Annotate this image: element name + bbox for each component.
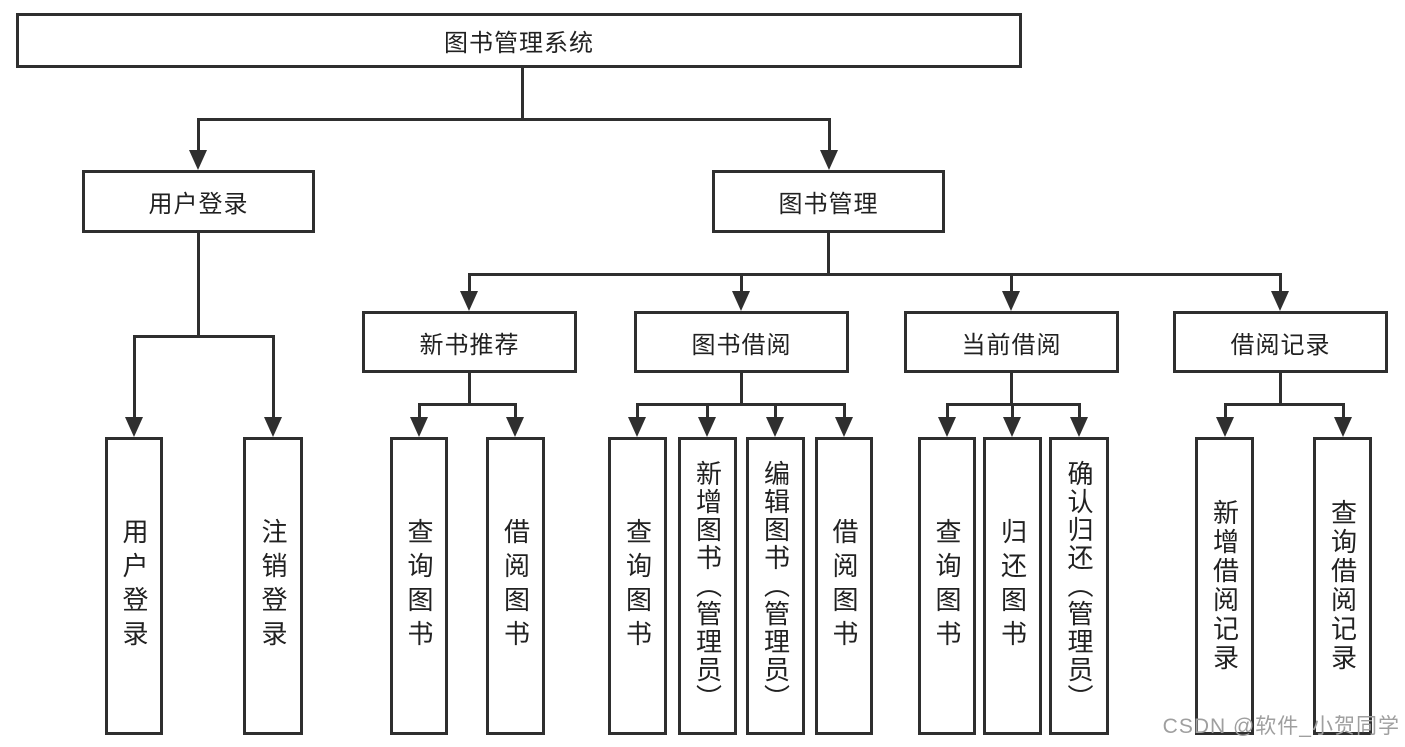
node-label: 查询图书 <box>622 518 653 654</box>
csdn-watermark: CSDN @软件_小贺同学 <box>1162 715 1400 738</box>
node-label: 归还图书 <box>997 518 1028 654</box>
leaf-current-query-books: 查询图书 <box>918 437 976 735</box>
node-label: 查询图书 <box>404 518 434 654</box>
line-segment <box>514 403 517 419</box>
line-segment <box>197 118 200 152</box>
arrowhead <box>628 417 646 437</box>
line-segment <box>946 403 949 419</box>
line-segment <box>843 403 846 419</box>
node-book-management: 图书管理 <box>712 170 945 233</box>
line-segment <box>197 118 831 121</box>
leaf-borrow-query-books: 查询图书 <box>608 437 667 735</box>
arrowhead <box>460 291 478 311</box>
node-user-login: 用户登录 <box>82 170 315 233</box>
node-label: 编辑图书（管理员） <box>760 460 791 712</box>
line-segment <box>197 233 200 337</box>
line-segment <box>1224 403 1345 406</box>
node-label: 查询借阅记录 <box>1327 499 1358 673</box>
line-segment <box>1078 403 1081 419</box>
arrowhead <box>189 150 207 170</box>
line-segment <box>418 403 421 419</box>
line-segment <box>521 67 524 121</box>
line-segment <box>468 273 471 293</box>
line-segment <box>1279 373 1282 405</box>
arrowhead <box>125 417 143 437</box>
node-label: 用户登录 <box>148 191 249 218</box>
line-segment <box>468 373 471 405</box>
leaf-records-add-record: 新增借阅记录 <box>1195 437 1254 735</box>
arrowhead <box>766 417 784 437</box>
node-label: 新增图书（管理员） <box>692 460 723 712</box>
leaf-new-query-books: 查询图书 <box>390 437 448 735</box>
node-label: 当前借阅 <box>961 331 1062 359</box>
line-segment <box>468 273 1281 276</box>
leaf-borrow-borrow-books: 借阅图书 <box>815 437 873 735</box>
leaf-borrow-edit-books-admin: 编辑图书（管理员） <box>746 437 805 735</box>
leaf-current-confirm-return-admin: 确认归还（管理员） <box>1049 437 1109 735</box>
arrowhead <box>506 417 524 437</box>
node-book-borrow: 图书借阅 <box>634 311 849 373</box>
leaf-borrow-add-books-admin: 新增图书（管理员） <box>678 437 737 735</box>
arrowhead <box>1271 291 1289 311</box>
node-label: 借阅图书 <box>829 518 859 654</box>
arrowhead <box>1334 417 1352 437</box>
leaf-user-login: 用户登录 <box>105 437 163 735</box>
line-segment <box>636 403 639 419</box>
line-segment <box>774 403 777 419</box>
arrowhead <box>820 150 838 170</box>
line-segment <box>740 273 743 293</box>
line-segment <box>740 373 743 405</box>
arrowhead <box>264 417 282 437</box>
arrowhead <box>1070 417 1088 437</box>
line-segment <box>418 403 517 406</box>
line-segment <box>706 403 709 419</box>
line-segment <box>272 335 275 419</box>
line-segment <box>133 335 136 419</box>
arrowhead <box>732 291 750 311</box>
line-segment <box>1342 403 1345 419</box>
node-label: 新增借阅记录 <box>1209 499 1240 673</box>
leaf-current-return-books: 归还图书 <box>983 437 1042 735</box>
line-segment <box>636 403 846 406</box>
node-label: 注销登录 <box>258 518 288 654</box>
leaf-records-query-record: 查询借阅记录 <box>1313 437 1372 735</box>
node-label: 用户登录 <box>119 518 149 654</box>
arrowhead <box>1216 417 1234 437</box>
node-label: 图书管理 <box>778 191 879 218</box>
line-segment <box>827 233 830 276</box>
node-label: 图书借阅 <box>691 331 792 359</box>
leaf-user-logout: 注销登录 <box>243 437 303 735</box>
line-segment <box>1010 273 1013 293</box>
node-label: 借阅记录 <box>1230 331 1331 359</box>
arrowhead <box>1002 291 1020 311</box>
node-new-book-recommend: 新书推荐 <box>362 311 577 373</box>
arrowhead <box>410 417 428 437</box>
arrowhead <box>938 417 956 437</box>
line-segment <box>828 118 831 152</box>
line-segment <box>1224 403 1227 419</box>
leaf-new-borrow-books: 借阅图书 <box>486 437 545 735</box>
node-label: 查询图书 <box>932 518 962 654</box>
line-segment <box>1010 373 1013 405</box>
line-segment <box>1011 403 1014 419</box>
line-segment <box>1279 273 1282 293</box>
node-current-borrow: 当前借阅 <box>904 311 1119 373</box>
arrowhead <box>835 417 853 437</box>
node-borrow-records: 借阅记录 <box>1173 311 1388 373</box>
node-label: 确认归还（管理员） <box>1064 460 1094 712</box>
line-segment <box>133 335 275 338</box>
node-label: 新书推荐 <box>419 331 520 359</box>
node-label: 借阅图书 <box>500 518 531 654</box>
arrowhead <box>1003 417 1021 437</box>
node-book-management-system: 图书管理系统 <box>16 13 1022 68</box>
node-label: 图书管理系统 <box>444 30 594 57</box>
arrowhead <box>698 417 716 437</box>
